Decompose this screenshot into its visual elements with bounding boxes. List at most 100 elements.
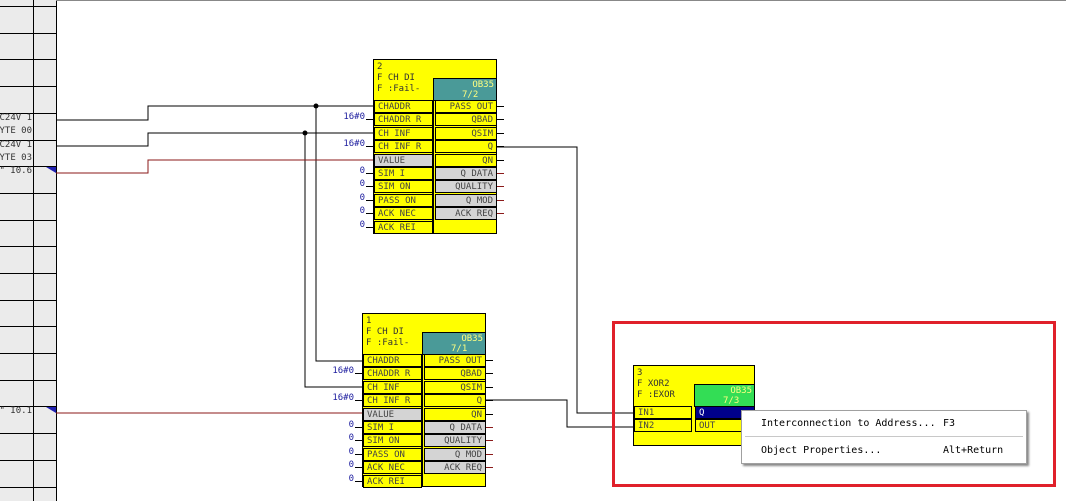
row-divider [0,113,56,114]
block-name: F :EXOR [637,390,675,400]
constant-value[interactable]: 0 [359,179,365,189]
wire-q2-in1 [497,146,633,414]
signal-label[interactable]: " I0.6 [0,166,32,176]
output-pin-q[interactable]: Q [435,140,497,153]
input-pin-value[interactable]: VALUE [374,154,433,167]
constant-value[interactable]: 16#0 [343,112,365,122]
constant-value[interactable]: 0 [348,447,354,457]
row-divider [0,166,56,167]
output-pin-pass-out[interactable]: PASS OUT [424,354,486,367]
constant-value[interactable]: 0 [359,220,365,230]
input-pin-pass-on[interactable]: PASS ON [363,448,422,461]
input-pin-ch-inf[interactable]: CH INF [363,381,422,394]
input-pin-in2[interactable]: IN2 [634,419,692,432]
menu-item-object-properties[interactable]: Object Properties... [761,445,882,456]
constant-value[interactable]: 0 [348,474,354,484]
pin-line [355,467,362,468]
constant-value[interactable]: 16#0 [332,393,354,403]
pin-line [355,440,362,441]
block-type: F XOR2 [637,379,670,389]
input-pin-chaddr-r[interactable]: CHADDR R [374,113,433,126]
signal-label[interactable]: DC24V 1 [0,140,32,150]
output-pin-ack-req[interactable]: ACK REQ [435,207,497,220]
constant-value[interactable]: 16#0 [332,366,354,376]
output-pin-q-data[interactable]: Q DATA [424,421,486,434]
constant-value[interactable]: 0 [359,206,365,216]
block-type: F CH DI [366,327,404,337]
constant-value[interactable]: 0 [359,193,365,203]
input-pin-ch-inf-r[interactable]: CH INF R [374,140,433,153]
context-menu: Interconnection to Address... F3 Object … [741,410,1027,464]
constant-value[interactable]: 0 [348,420,354,430]
output-pin-qbad[interactable]: QBAD [435,113,497,126]
output-pin-quality[interactable]: QUALITY [424,434,486,447]
input-pin-chaddr[interactable]: CHADDR [374,100,433,113]
junction-dot [313,103,319,109]
pin-line [366,227,373,228]
output-pin-q-mod[interactable]: Q MOD [424,448,486,461]
input-pin-pass-on[interactable]: PASS ON [374,194,433,207]
output-pin-ack-req[interactable]: ACK REQ [424,461,486,474]
constant-value[interactable]: 0 [348,433,354,443]
menu-item-interconnection[interactable]: Interconnection to Address... [761,418,936,429]
signal-label[interactable]: BYTE 00 [0,126,32,136]
input-pin-sim-on[interactable]: SIM ON [363,434,422,447]
output-pin-qsim[interactable]: QSIM [424,381,486,394]
shortcut-alt-return: Alt+Return [943,445,1004,456]
pin-line [486,373,493,374]
row-divider [0,220,56,221]
signal-label[interactable]: DC24V 1 [0,113,32,123]
input-pin-ack-nec[interactable]: ACK NEC [374,207,433,220]
input-pin-sim-i[interactable]: SIM I [363,421,422,434]
pin-line [486,387,493,388]
pin-line [497,173,504,174]
input-pin-chaddr[interactable]: CHADDR [363,354,422,367]
output-pin-qn[interactable]: QN [424,408,486,421]
pin-line [355,454,362,455]
ob-name: OB35 [461,334,483,344]
output-pin-q[interactable]: Q [424,394,486,407]
pin-line [355,481,362,482]
row-divider [0,140,56,141]
output-pin-qbad[interactable]: QBAD [424,367,486,380]
ob-sequence: 7/1 [451,344,468,354]
output-pin-quality[interactable]: QUALITY [435,180,497,193]
ob-sequence: 7/3 [723,396,740,406]
output-pin-q-mod[interactable]: Q MOD [435,194,497,207]
output-pin-qn[interactable]: QN [435,154,497,167]
input-pin-ack-rei[interactable]: ACK REI [374,221,433,234]
constant-value[interactable]: 0 [359,166,365,176]
wire-chaddr-2 [56,105,373,121]
block-number: 3 [637,368,643,378]
input-pin-ack-nec[interactable]: ACK NEC [363,461,422,474]
input-pin-ch-inf[interactable]: CH INF [374,127,433,140]
input-pin-in1[interactable]: IN1 [634,406,692,419]
connector-triangle-icon [46,407,56,413]
constant-value[interactable]: 16#0 [343,139,365,149]
signal-label[interactable]: BYTE 03 [0,153,32,163]
output-pin-qsim[interactable]: QSIM [435,127,497,140]
pin-line [497,213,504,214]
output-pin-q-data[interactable]: Q DATA [435,167,497,180]
pin-line [497,160,504,161]
input-pin-value[interactable]: VALUE [363,408,422,421]
menu-separator [745,436,1023,437]
output-pin-pass-out[interactable]: PASS OUT [435,100,497,113]
connector-triangle-icon [46,167,56,173]
input-pin-chaddr-r[interactable]: CHADDR R [363,367,422,380]
signal-label[interactable]: " I0.1 [0,406,32,416]
input-pin-ch-inf-r[interactable]: CH INF R [363,394,422,407]
input-pin-ack-rei[interactable]: ACK REI [363,475,422,488]
constant-value[interactable]: 0 [348,460,354,470]
input-pin-sim-i[interactable]: SIM I [374,167,433,180]
block-name: F :Fail- [377,84,421,94]
input-pin-sim-on[interactable]: SIM ON [374,180,433,193]
pin-line [366,173,373,174]
pin-line [355,427,362,428]
pin-line [497,200,504,201]
pin-line [497,186,504,187]
